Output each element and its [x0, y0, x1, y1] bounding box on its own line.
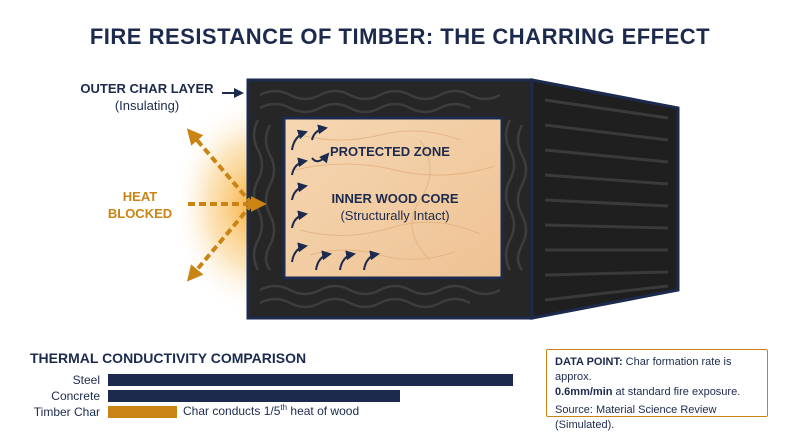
heat-arrows [186, 128, 267, 282]
outer-char-title: OUTER CHAR LAYER [80, 81, 214, 96]
heat-label-line2: BLOCKED [107, 206, 173, 221]
note-suffix: heat of wood [287, 404, 360, 418]
inner-core-subtitle: (Structurally Intact) [340, 208, 450, 223]
data-point-source: Source: Material Science Review (Simulat… [555, 404, 717, 431]
heat-blocked-label: HEAT BLOCKED [100, 188, 180, 222]
bar-steel [108, 374, 513, 386]
outer-char-subtitle: (Insulating) [114, 98, 180, 113]
data-point-box: DATA POINT: Char formation rate is appro… [546, 349, 768, 431]
protected-zone-arrows [291, 124, 380, 271]
outer-char-label: OUTER CHAR LAYER (Insulating) [72, 80, 222, 114]
inner-core-label: INNER WOOD CORE (Structurally Intact) [325, 190, 465, 224]
bar-timber-char [108, 406, 177, 418]
bar-concrete [108, 390, 400, 402]
bar-label-steel: Steel [72, 373, 100, 387]
comparison-title: THERMAL CONDUCTIVITY COMPARISON [30, 350, 307, 366]
note-sup: th [280, 403, 288, 412]
page-title: FIRE RESISTANCE OF TIMBER: THE CHARRING … [89, 24, 711, 49]
bar-label-concrete: Concrete [51, 389, 100, 403]
data-point-text1: Char formation rate is approx. [555, 356, 732, 383]
protected-zone-label: PROTECTED ZONE [330, 144, 450, 159]
data-point-text2: at standard fire exposure. [612, 386, 741, 398]
heat-label-line1: HEAT [122, 189, 158, 204]
note-prefix: Char conducts 1/5 [183, 404, 281, 418]
side-grain [544, 98, 669, 302]
inner-wood-core [282, 116, 504, 280]
char-note: Char conducts 1/5th heat of wood [183, 403, 359, 418]
wood-grain [294, 130, 496, 261]
data-point-rate: 0.6mm/min [555, 386, 613, 398]
data-point-label: DATA POINT: [555, 356, 623, 368]
bar-label-timber-char: Timber Char [33, 405, 100, 419]
inner-core-title: INNER WOOD CORE [331, 191, 459, 206]
